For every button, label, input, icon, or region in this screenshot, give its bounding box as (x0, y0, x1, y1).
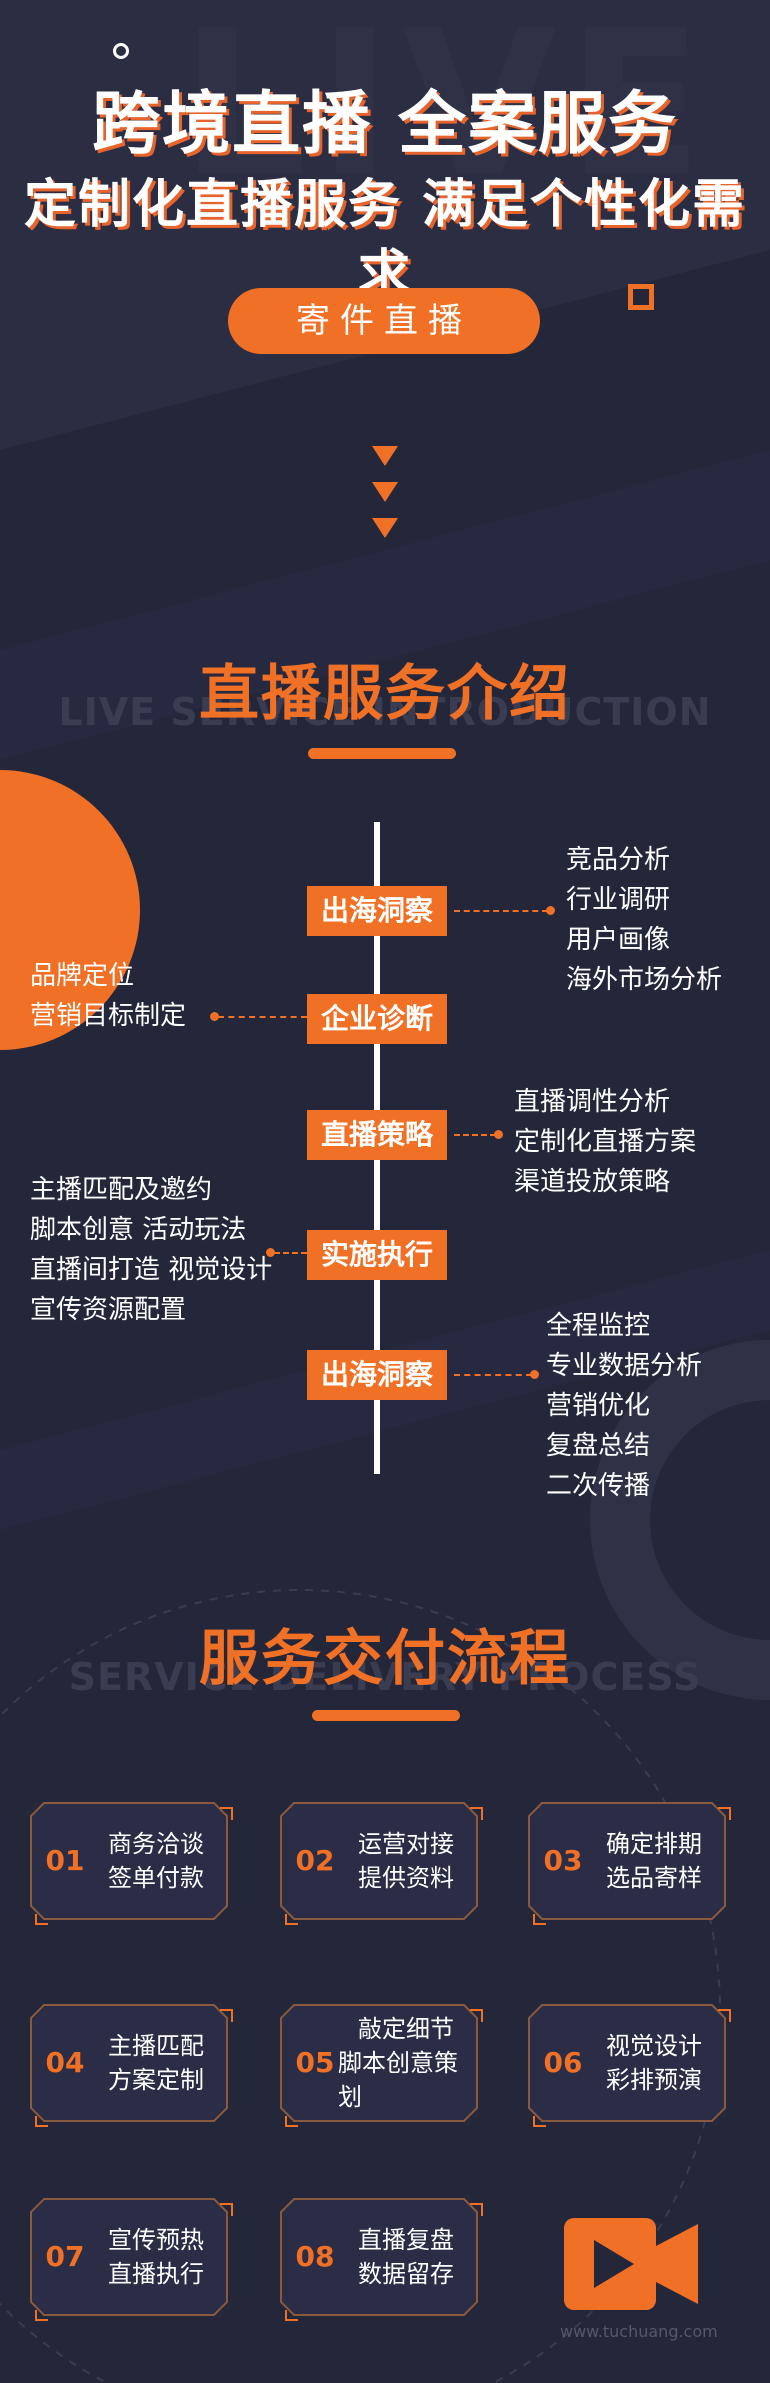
down-arrows-icon (372, 446, 398, 538)
list-item: 营销目标制定 (30, 1001, 187, 1031)
list-item: 直播间打造 视觉设计 (30, 1255, 273, 1285)
step-card: 06 视觉设计彩排预演 (528, 2004, 731, 2127)
section1-watermark: LIVE SERVICE INTRODUCTION (58, 690, 712, 734)
timeline-items-2: 品牌定位 营销目标制定 (30, 956, 186, 1036)
step-number: 08 (295, 2240, 335, 2273)
timeline-tag-2: 企业诊断 (307, 994, 447, 1044)
section2-title: 服务交付流程 (199, 1624, 571, 1694)
step-card: 03 确定排期选品寄样 (528, 1802, 731, 1925)
card-frame (280, 2004, 483, 2127)
timeline-connector-1 (454, 910, 548, 912)
card-frame (30, 2004, 233, 2127)
step-label-line2: 签单付款 (108, 1864, 204, 1892)
footer-watermark: www.tuchuang.com (560, 2322, 718, 2341)
list-item: 全程监控 (546, 1311, 651, 1341)
step-number: 05 (295, 2046, 335, 2079)
timeline-dot-5 (530, 1370, 539, 1379)
timeline-tag-1: 出海洞察 (307, 886, 447, 936)
card-frame (30, 1802, 233, 1925)
step-label-line1: 主播匹配 (108, 2032, 204, 2060)
list-item: 营销优化 (546, 1391, 651, 1421)
timeline-tag-4: 实施执行 (307, 1230, 447, 1280)
list-item: 海外市场分析 (566, 965, 723, 995)
list-item: 品牌定位 (30, 961, 135, 991)
timeline-dot-1 (546, 906, 555, 915)
list-item: 行业调研 (566, 885, 671, 915)
step-label-line1: 商务洽谈 (108, 1830, 204, 1858)
hero-square-icon (628, 284, 654, 310)
timeline-tag-3: 直播策略 (307, 1110, 447, 1160)
list-item: 宣传资源配置 (30, 1295, 187, 1325)
timeline-items-3: 直播调性分析 定制化直播方案 渠道投放策略 (514, 1082, 696, 1202)
timeline-dot-3 (494, 1130, 503, 1139)
section2-underline (312, 1710, 460, 1721)
timeline-dot-2 (210, 1012, 219, 1021)
hero-title-line2: 定制化直播服务 满足个性化需求 (23, 175, 747, 305)
timeline-connector-3 (454, 1134, 496, 1136)
orange-half-circle (0, 770, 140, 1050)
step-label-line1: 视觉设计 (606, 2032, 702, 2060)
live-type-pill[interactable]: 寄件直播 (228, 288, 540, 354)
list-item: 复盘总结 (546, 1431, 651, 1461)
card-frame (280, 1802, 483, 1925)
list-item: 用户画像 (566, 925, 671, 955)
step-label-line1: 敲定细节 (358, 2015, 454, 2043)
card-frame (30, 2198, 233, 2321)
step-number: 01 (45, 1844, 85, 1877)
step-label-line2: 选品寄样 (606, 1864, 702, 1892)
hero-title-line1: 跨境直播 全案服务 (92, 85, 678, 164)
timeline-items-4: 主播匹配及邀约 脚本创意 活动玩法 直播间打造 视觉设计 宣传资源配置 (30, 1170, 272, 1330)
step-card: 04 主播匹配方案定制 (30, 2004, 233, 2127)
step-label-line2: 提供资料 (358, 1864, 454, 1892)
section1-underline (308, 748, 456, 759)
step-label-line2: 数据留存 (358, 2260, 454, 2288)
timeline-connector-5 (454, 1374, 532, 1376)
step-card: 08 直播复盘数据留存 (280, 2198, 483, 2321)
list-item: 竞品分析 (566, 845, 671, 875)
card-frame (528, 2004, 731, 2127)
step-label-line1: 直播复盘 (358, 2226, 454, 2254)
step-number: 02 (295, 1844, 335, 1877)
step-number: 04 (45, 2046, 85, 2079)
list-item: 定制化直播方案 (514, 1127, 697, 1157)
hero-bg-word: LIVE (180, 0, 714, 221)
section2-watermark: SERVICE DELIVERY PROCESS (68, 1655, 702, 1699)
list-item: 直播调性分析 (514, 1087, 671, 1117)
step-number: 06 (543, 2046, 583, 2079)
timeline-connector-2 (218, 1016, 307, 1018)
step-label-line2: 直播执行 (108, 2260, 204, 2288)
step-card: 07 宣传预热直播执行 (30, 2198, 233, 2321)
list-item: 主播匹配及邀约 (30, 1175, 213, 1205)
timeline-items-1: 竞品分析 行业调研 用户画像 海外市场分析 (566, 840, 722, 1000)
step-card: 02 运营对接提供资料 (280, 1802, 483, 1925)
timeline-connector-4 (274, 1252, 307, 1254)
step-card: 01 商务洽谈签单付款 (30, 1802, 233, 1925)
timeline-items-5: 全程监控 专业数据分析 营销优化 复盘总结 二次传播 (546, 1306, 702, 1506)
step-number: 07 (45, 2240, 85, 2273)
list-item: 专业数据分析 (546, 1351, 703, 1381)
list-item: 脚本创意 活动玩法 (30, 1215, 247, 1245)
list-item: 渠道投放策略 (514, 1167, 671, 1197)
hero-ring-icon (113, 43, 129, 59)
list-item: 二次传播 (546, 1471, 651, 1501)
step-label-line2: 脚本创意策划 (338, 2049, 458, 2111)
timeline-tag-5: 出海洞察 (307, 1350, 447, 1400)
step-label-line1: 运营对接 (358, 1830, 454, 1858)
card-frame (528, 1802, 731, 1925)
section1-title: 直播服务介绍 (199, 659, 571, 729)
video-camera-icon (564, 2218, 698, 2310)
card-frame (280, 2198, 483, 2321)
timeline-dot-4 (266, 1248, 275, 1257)
step-label-line1: 确定排期 (606, 1830, 702, 1858)
step-number: 03 (543, 1844, 583, 1877)
step-label-line1: 宣传预热 (108, 2226, 204, 2254)
step-label-line2: 方案定制 (108, 2066, 204, 2094)
step-card: 05 敲定细节脚本创意策划 (280, 2004, 483, 2127)
step-label-line2: 彩排预演 (606, 2066, 702, 2094)
